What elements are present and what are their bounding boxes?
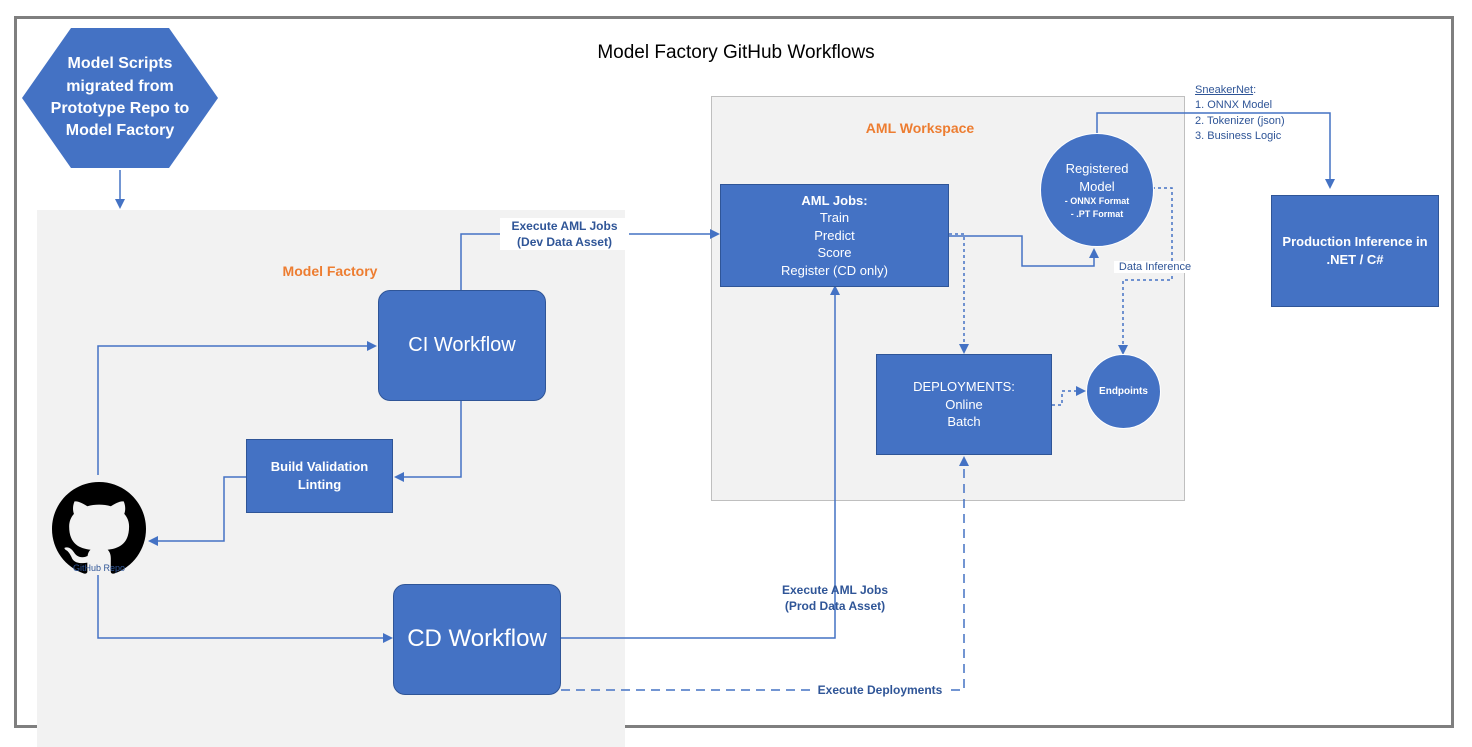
sneakernet-colon: : xyxy=(1253,84,1257,96)
build-validation-line: Linting xyxy=(297,477,342,492)
execute-prod-line: Execute AML Jobs xyxy=(781,583,889,597)
aml-jobs-heading: AML Jobs: xyxy=(801,192,868,208)
data-inference-label: Data Inference xyxy=(1114,261,1196,273)
execute-prod-label: Execute AML Jobs (Prod Data Asset) xyxy=(770,582,900,614)
build-validation-line: Build Validation xyxy=(270,459,369,475)
cd-workflow-node[interactable]: CD Workflow xyxy=(393,584,561,695)
edge-build-to-github xyxy=(148,476,246,546)
cd-workflow-label: CD Workflow xyxy=(407,625,547,653)
execute-deployments-label: Execute Deployments xyxy=(810,683,950,697)
sneakernet-heading: SneakerNet xyxy=(1195,84,1254,96)
deployments-line: Online xyxy=(945,396,983,412)
registered-model-node[interactable]: Registered Model - ONNX Format - .PT For… xyxy=(1040,133,1154,247)
production-inference-node[interactable]: Production Inference in .NET / C# xyxy=(1271,195,1439,307)
hexagon-line: Model Scripts xyxy=(67,55,173,73)
aml-jobs-line: Predict xyxy=(814,227,855,243)
edge-github-to-cd xyxy=(97,575,393,643)
aml-workspace-label: AML Workspace xyxy=(865,120,975,136)
deployments-heading: DEPLOYMENTS: xyxy=(913,379,1015,395)
edge-aml-jobs-to-registered-model xyxy=(949,235,1099,267)
deployments-line: Batch xyxy=(947,414,981,430)
build-validation-node[interactable]: Build Validation Linting xyxy=(246,439,393,513)
sneakernet-item: 2. Tokenizer (json) xyxy=(1195,114,1285,127)
deployments-node[interactable]: DEPLOYMENTS: Online Batch xyxy=(876,354,1052,455)
github-repo-label: GitHub Repo xyxy=(72,563,126,573)
execute-prod-line: (Prod Data Asset) xyxy=(784,599,886,614)
aml-jobs-line: Register (CD only) xyxy=(781,262,888,278)
edge-ci-to-aml-jobs xyxy=(460,229,720,290)
edge-registered-to-production xyxy=(1096,112,1335,189)
execute-dev-line: (Dev Data Asset) xyxy=(517,235,612,250)
endpoints-label: Endpoints xyxy=(1099,385,1148,397)
production-line: .NET / C# xyxy=(1326,252,1384,267)
hexagon-line: Prototype Repo to xyxy=(50,100,190,117)
production-line: Production Inference in xyxy=(1282,234,1428,250)
ci-workflow-node[interactable]: CI Workflow xyxy=(378,290,546,401)
edge-aml-jobs-to-deployments xyxy=(949,233,969,354)
aml-jobs-node[interactable]: AML Jobs: Train Predict Score Register (… xyxy=(720,184,949,287)
model-factory-label: Model Factory xyxy=(282,263,378,279)
edge-deployments-to-endpoints xyxy=(1052,386,1086,406)
hexagon-line: Model Factory xyxy=(65,122,175,140)
aml-jobs-line: Train xyxy=(819,210,850,226)
diagram-title: Model Factory GitHub Workflows xyxy=(597,42,875,63)
endpoints-node[interactable]: Endpoints xyxy=(1086,354,1161,429)
github-icon[interactable] xyxy=(52,482,146,576)
edge-registered-to-endpoints xyxy=(1118,187,1173,355)
ci-workflow-label: CI Workflow xyxy=(408,334,516,356)
sneakernet-item: 1. ONNX Model xyxy=(1195,99,1273,112)
edge-cd-to-aml-jobs xyxy=(561,285,840,639)
execute-dev-label: Execute AML Jobs (Dev Data Asset) xyxy=(500,218,629,251)
diagram-frame xyxy=(14,16,1454,728)
registered-model-line: Model xyxy=(1079,178,1115,194)
registered-model-format: - ONNX Format xyxy=(1064,196,1130,207)
hexagon-line: migrated from xyxy=(66,77,174,95)
execute-dev-line: Execute AML Jobs xyxy=(511,219,618,233)
edge-cd-to-deployments xyxy=(561,456,969,691)
edge-ci-to-build xyxy=(394,401,462,482)
sneakernet-note: SneakerNet: 1. ONNX Model 2. Tokenizer (… xyxy=(1195,83,1325,145)
sneakernet-item: 3. Business Logic xyxy=(1195,130,1282,143)
registered-model-line: Registered xyxy=(1065,161,1129,177)
aml-jobs-line: Score xyxy=(817,245,852,261)
edge-github-to-ci xyxy=(97,341,377,475)
registered-model-format: - .PT Format xyxy=(1070,208,1124,219)
